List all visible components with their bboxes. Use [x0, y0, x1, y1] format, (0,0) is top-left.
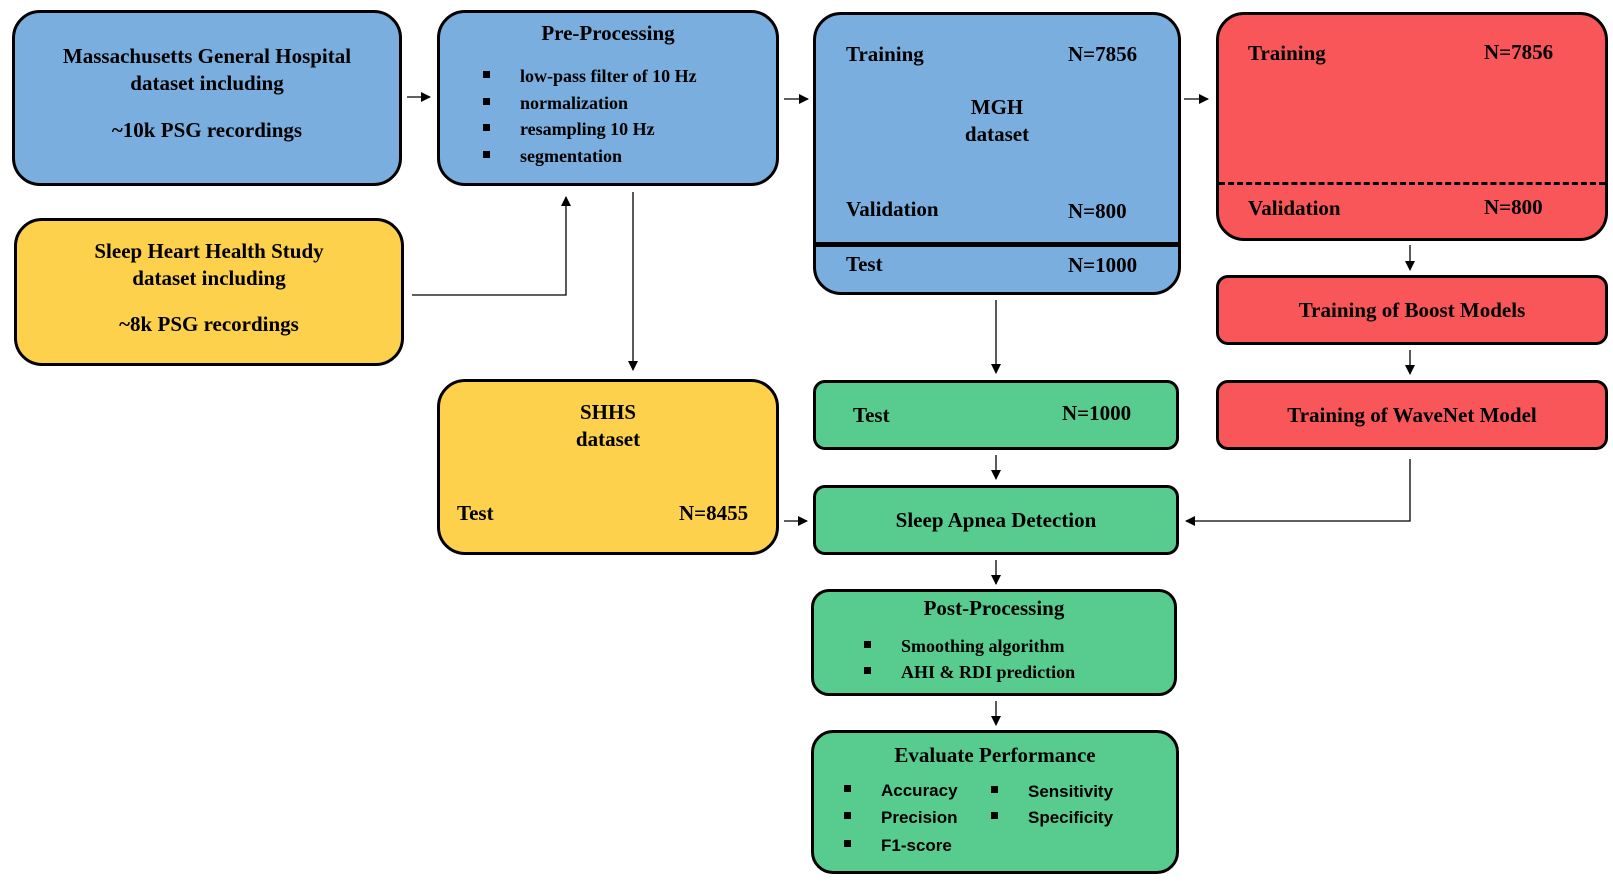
evaluate-performance-box: Evaluate Performance Accuracy Precision …	[811, 730, 1179, 874]
mgh-test-label: Test	[853, 403, 890, 427]
mgh-source-box: Massachusetts General Hospital dataset i…	[12, 10, 402, 186]
red-split-box: Training N=7856 Validation N=800	[1216, 12, 1608, 241]
mgh-split-test-label: Test	[846, 252, 883, 276]
red-training-label: Training	[1248, 41, 1326, 65]
preprocessing-box: Pre-Processing low-pass filter of 10 Hz …	[437, 10, 779, 186]
shhs-dataset-title-line1: SHHS	[579, 400, 637, 424]
mgh-split-box: Training N=7856 MGH dataset Validation N…	[813, 12, 1181, 295]
sleep-apnea-detection-label: Sleep Apnea Detection	[895, 508, 1097, 532]
bullet-icon	[844, 812, 851, 820]
arrow-wavenet-to-detection	[1185, 459, 1411, 526]
mgh-validation-n: N=800	[1068, 199, 1127, 223]
mgh-test-n: N=1000	[1062, 401, 1132, 425]
mgh-test-divider	[816, 242, 1178, 247]
bullet-icon	[844, 840, 851, 848]
metric-item: Precision	[844, 808, 958, 828]
red-validation-n: N=800	[1484, 195, 1543, 219]
shhs-source-line2: dataset including	[132, 266, 286, 290]
preprocessing-item: resampling 10 Hz	[483, 119, 655, 140]
mgh-source-line1: Massachusetts General Hospital	[62, 44, 352, 68]
postprocessing-item: Smoothing algorithm	[864, 636, 1065, 657]
evaluate-title: Evaluate Performance	[894, 743, 1096, 767]
bullet-icon	[483, 71, 490, 79]
shhs-test-n: N=8455	[679, 501, 749, 525]
mgh-dataset-title-line2: dataset	[964, 122, 1030, 146]
bullet-icon	[991, 812, 998, 820]
red-training-n: N=7856	[1484, 40, 1554, 64]
bullet-icon	[864, 667, 871, 675]
mgh-dataset-title-line1: MGH	[970, 95, 1024, 119]
mgh-training-label: Training	[846, 42, 924, 66]
shhs-source-line1: Sleep Heart Health Study	[94, 239, 324, 263]
preprocessing-title: Pre-Processing	[541, 21, 675, 45]
shhs-dataset-title-line2: dataset	[575, 427, 641, 451]
bullet-icon	[844, 785, 851, 793]
sleep-apnea-detection-box: Sleep Apnea Detection	[813, 485, 1179, 555]
metric-item: F1-score	[844, 836, 952, 856]
mgh-source-line3: ~10k PSG recordings	[111, 118, 303, 142]
shhs-test-label: Test	[457, 501, 494, 525]
metric-item: Accuracy	[844, 781, 958, 801]
wavenet-model-label: Training of WaveNet Model	[1287, 403, 1537, 427]
wavenet-model-box: Training of WaveNet Model	[1216, 380, 1608, 450]
preprocessing-item: normalization	[483, 93, 628, 114]
boost-models-box: Training of Boost Models	[1216, 275, 1608, 345]
shhs-source-line3: ~8k PSG recordings	[119, 312, 299, 336]
boost-models-label: Training of Boost Models	[1298, 298, 1526, 322]
bullet-icon	[483, 98, 490, 106]
mgh-split-test-n: N=1000	[1068, 253, 1138, 277]
postprocessing-box: Post-Processing Smoothing algorithm AHI …	[811, 589, 1177, 696]
metric-item: Specificity	[991, 808, 1113, 828]
preprocessing-item: low-pass filter of 10 Hz	[483, 66, 697, 87]
metric-item: Sensitivity	[991, 782, 1113, 802]
red-validation-label: Validation	[1248, 196, 1341, 220]
mgh-training-n: N=7856	[1068, 42, 1138, 66]
shhs-dataset-box: SHHS dataset Test N=8455	[437, 379, 779, 555]
bullet-icon	[864, 641, 871, 649]
mgh-test-box: Test N=1000	[813, 380, 1179, 450]
bullet-icon	[483, 124, 490, 132]
postprocessing-title: Post-Processing	[923, 596, 1065, 620]
validation-dashed-divider	[1219, 182, 1605, 185]
arrow-shhs-to-preprocessing	[412, 196, 571, 296]
preprocessing-item: segmentation	[483, 146, 622, 167]
postprocessing-item: AHI & RDI prediction	[864, 662, 1075, 683]
shhs-source-box: Sleep Heart Health Study dataset includi…	[14, 218, 404, 366]
bullet-icon	[483, 151, 490, 159]
bullet-icon	[991, 786, 998, 794]
mgh-validation-label: Validation	[846, 197, 939, 221]
mgh-source-line2: dataset including	[130, 71, 284, 95]
